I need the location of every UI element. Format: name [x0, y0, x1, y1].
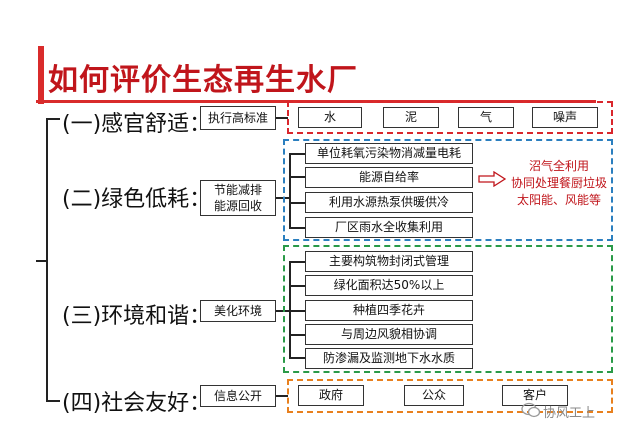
item-energy-self-sufficiency: 能源自给率: [305, 167, 473, 188]
green-note-line-1: 沼气全利用: [528, 159, 589, 173]
item-air: 气: [458, 107, 514, 128]
green-note-line-2: 协同处理餐厨垃圾: [510, 176, 607, 190]
item-four-season-flowers: 种植四季花卉: [305, 300, 473, 321]
middle-box-text: 美化环境: [213, 304, 262, 318]
connector-4: [276, 395, 288, 397]
item-rainwater: 厂区雨水全收集利用: [305, 217, 473, 238]
item-landscape-harmony: 与周边风貌相协调: [305, 324, 473, 345]
green-note-line-3: 太阳能、风能等: [516, 193, 601, 207]
category-label-green: (二)绿色低耗：: [62, 187, 212, 212]
connector-3-branch-1: [289, 261, 305, 263]
left-brace-top-tick: [46, 118, 60, 120]
social-items-group: [287, 379, 613, 413]
arrow-icon: [478, 171, 506, 187]
page-title: 如何评价生态再生水厂: [48, 63, 358, 98]
category-label-social: (四)社会友好：: [62, 391, 212, 416]
connector-3-branch-3: [289, 310, 305, 312]
item-public: 公众: [404, 385, 464, 406]
item-greening-rate: 绿化面积达50%以上: [305, 275, 473, 296]
item-government: 政府: [298, 385, 364, 406]
middle-box-beautify: 美化环境: [200, 300, 276, 322]
left-brace-bottom-tick: [46, 400, 60, 402]
connector-2-branch-3: [289, 202, 305, 204]
wechat-watermark-icon: [521, 402, 541, 418]
item-heat-pump: 利用水源热泵供暖供冷: [305, 192, 473, 213]
item-energy-per-pollutant: 单位耗氧污染物消减量电耗: [305, 143, 473, 164]
connector-2-branch-2: [289, 176, 305, 178]
middle-box-energy: 节能减排 能源回收: [200, 180, 276, 216]
category-label-environment: (三)环境和谐：: [62, 304, 212, 329]
connector-2-trunk: [289, 153, 291, 229]
left-brace-lower: [46, 260, 48, 402]
left-brace-upper: [46, 118, 48, 260]
watermark-text: 协风工上: [543, 406, 596, 421]
connector-3-branch-4: [289, 334, 305, 336]
middle-box-text: 信息公开: [213, 389, 262, 403]
item-water: 水: [298, 107, 362, 128]
middle-box-text-line1: 节能减排: [213, 183, 262, 197]
connector-1: [276, 117, 288, 119]
middle-box-text-line2: 能源回收: [213, 199, 262, 213]
middle-box-high-standard: 执行高标准: [200, 106, 276, 130]
item-noise: 噪声: [532, 107, 598, 128]
title-accent-bar: [38, 46, 44, 104]
item-sludge: 泥: [383, 107, 439, 128]
item-groundwater-monitoring: 防渗漏及监测地下水水质: [305, 348, 473, 369]
connector-3-branch-2: [289, 285, 305, 287]
connector-2-branch-1: [289, 153, 305, 155]
left-brace-point: [36, 260, 48, 262]
green-note: 沼气全利用 协同处理餐厨垃圾 太阳能、风能等: [506, 158, 612, 209]
category-label-sensory: (一)感官舒适：: [62, 112, 212, 137]
middle-box-text: 执行高标准: [207, 111, 268, 125]
sensory-items-group: [287, 101, 613, 134]
connector-2-branch-4: [289, 227, 305, 229]
item-enclosed-management: 主要构筑物封闭式管理: [305, 251, 473, 272]
connector-3-branch-5: [289, 357, 305, 359]
middle-box-disclosure: 信息公开: [200, 385, 276, 407]
green-items-group: [283, 139, 613, 241]
environment-items-group: [283, 245, 613, 373]
